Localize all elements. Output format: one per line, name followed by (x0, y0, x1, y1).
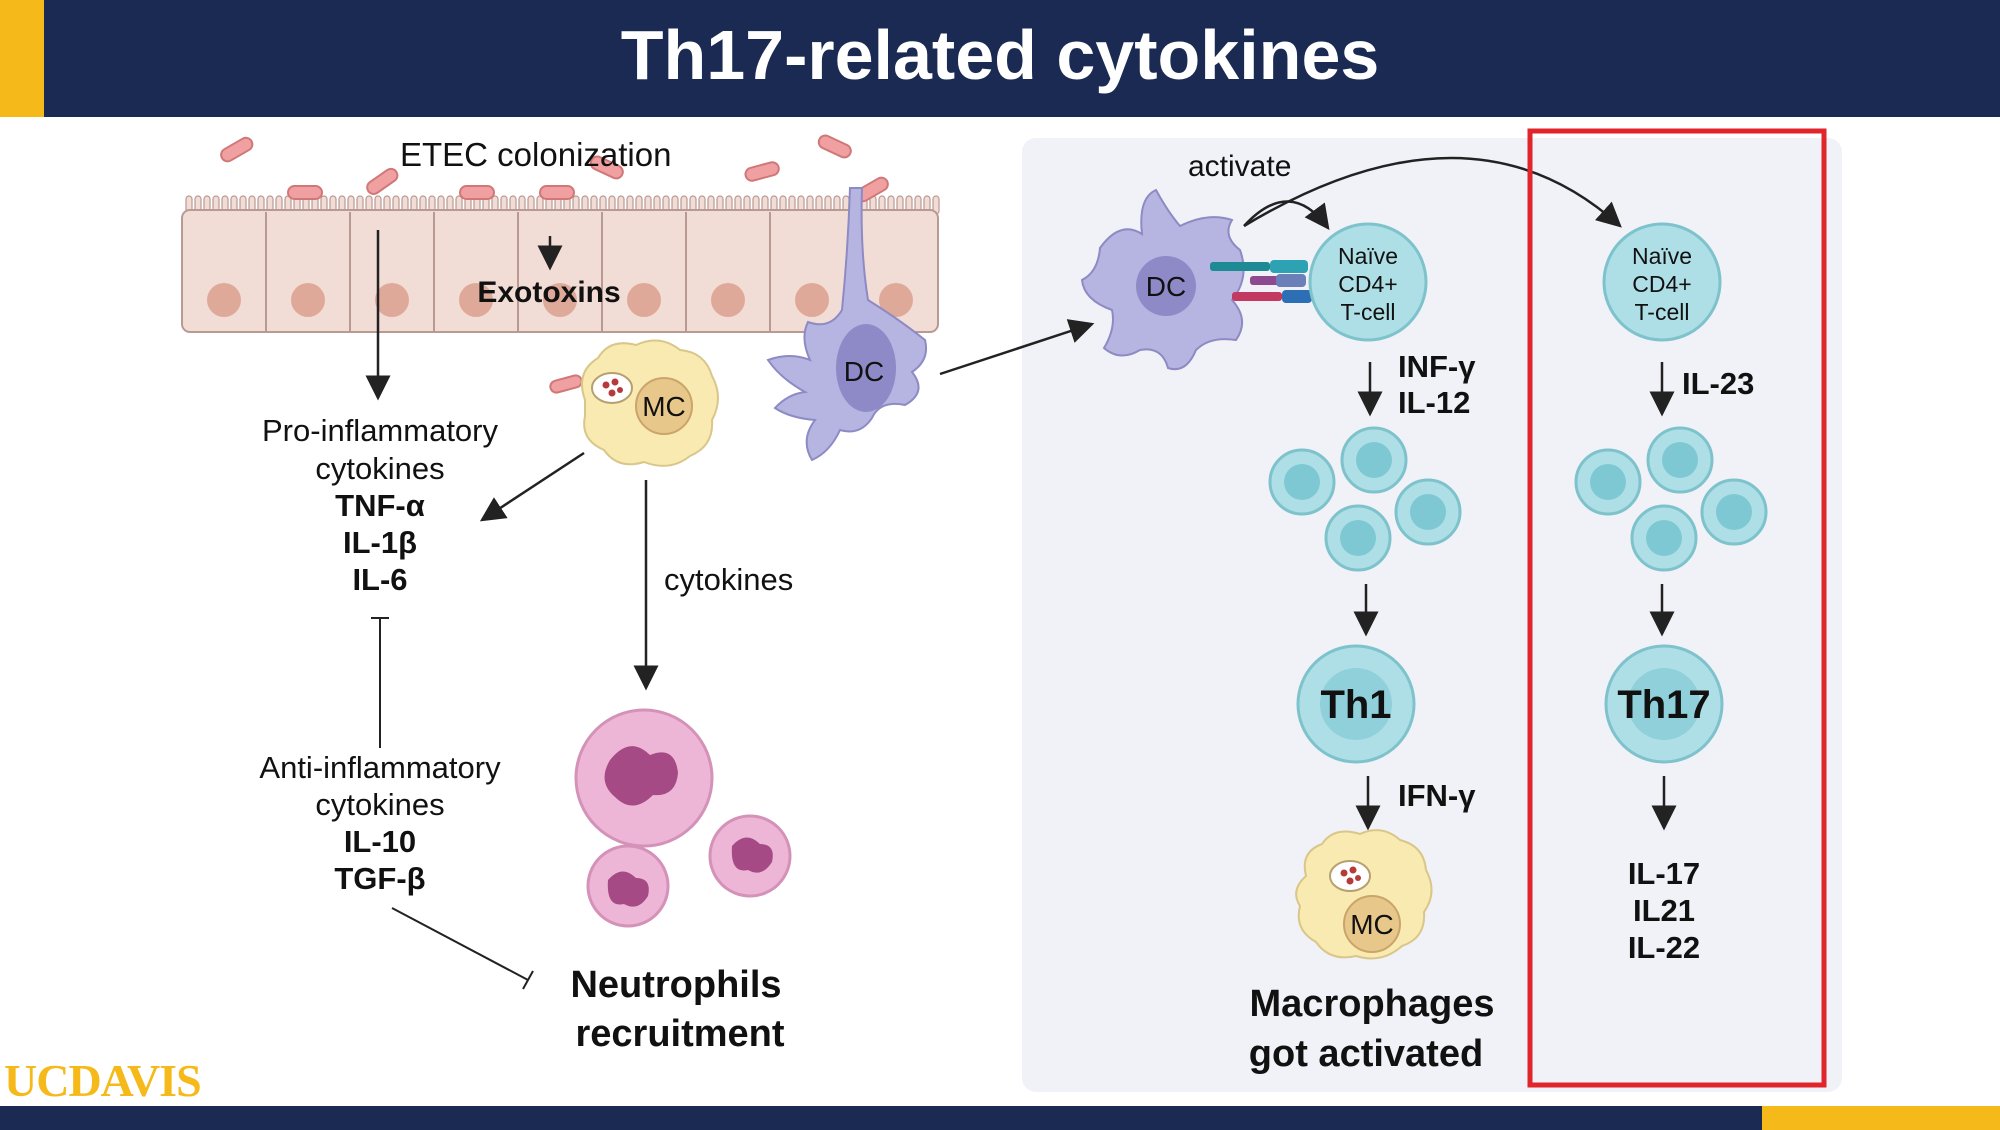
svg-text:Th1: Th1 (1320, 683, 1391, 727)
svg-text:TGF-β: TGF-β (334, 861, 425, 896)
cytokines-label: cytokines (664, 562, 793, 597)
anti-inflammatory-cytokines: Anti-inflammatory cytokines IL-10 TGF-β (259, 750, 501, 896)
svg-text:MC: MC (1350, 909, 1394, 940)
svg-text:Naïve: Naïve (1632, 243, 1692, 269)
header-accent (0, 0, 44, 117)
etec-bacteria (220, 134, 889, 394)
svg-text:Macrophages: Macrophages (1250, 983, 1495, 1025)
footer-bar (0, 1106, 2000, 1130)
svg-text:T-cell: T-cell (1635, 299, 1690, 325)
activation-panel (1022, 138, 1842, 1092)
activate-label: activate (1188, 150, 1291, 183)
receptor-complex (1210, 260, 1312, 303)
svg-text:IL-22: IL-22 (1628, 930, 1700, 965)
svg-text:Pro-inflammatory: Pro-inflammatory (262, 413, 498, 448)
svg-text:recruitment: recruitment (575, 1013, 784, 1055)
th17-output-cytokines: IL-17 IL21 IL-22 (1628, 856, 1700, 965)
th1-cell: Th1 (1296, 644, 1416, 764)
naive-cd4-tcell-middle: Naïve CD4+ T-cell (1308, 222, 1428, 342)
dc-migration-arrow (939, 319, 1095, 376)
activate-arrow-th17 (1243, 156, 1622, 228)
footer-accent (1762, 1106, 2000, 1130)
svg-text:got activated: got activated (1249, 1033, 1483, 1075)
pro-inflammatory-cytokines: Pro-inflammatory cytokines TNF-α IL-1β I… (262, 413, 498, 597)
header-bar (0, 0, 2000, 117)
svg-text:DC: DC (844, 356, 884, 387)
macrophages-activated-label: Macrophages got activated (1249, 983, 1495, 1075)
exotoxins-label: Exotoxins (477, 276, 620, 309)
ifn-gamma-label: IFN-γ (1398, 778, 1476, 813)
svg-text:DC: DC (1146, 271, 1186, 302)
anti-to-neutrophils-inhibition (391, 907, 529, 981)
svg-text:CD4+: CD4+ (1338, 271, 1397, 297)
svg-text:Naïve: Naïve (1338, 243, 1398, 269)
epithelium (181, 195, 940, 333)
svg-text:CD4+: CD4+ (1632, 271, 1691, 297)
svg-text:TNF-α: TNF-α (335, 488, 425, 523)
il23-label: IL-23 (1682, 366, 1754, 401)
dendritic-cell-left: DC (766, 187, 928, 462)
svg-text:IL-6: IL-6 (352, 562, 407, 597)
th17-highlight-box (1527, 128, 1827, 1088)
ucdavis-logo: UCDAVIS (4, 1055, 202, 1106)
th17-cell: Th17 (1604, 644, 1724, 764)
macrophage-left: MC (581, 339, 719, 467)
svg-text:MC: MC (642, 391, 686, 422)
svg-text:T-cell: T-cell (1341, 299, 1396, 325)
il12-label: IL-12 (1398, 385, 1470, 420)
svg-text:cytokines: cytokines (315, 787, 444, 822)
neutrophils (574, 708, 792, 928)
etec-label: ETEC colonization (400, 136, 671, 173)
page-title: Th17-related cytokines (620, 16, 1380, 94)
macrophage-middle: MC (1295, 829, 1433, 960)
svg-text:Anti-inflammatory: Anti-inflammatory (259, 750, 501, 785)
naive-cd4-tcell-right: Naïve CD4+ T-cell (1602, 222, 1722, 342)
dendritic-cell-middle: DC (1080, 188, 1245, 371)
proliferating-cells-right (1574, 426, 1768, 572)
mc-to-pro-arrow (479, 451, 585, 522)
svg-text:cytokines: cytokines (315, 451, 444, 486)
inf-gamma-label: INF-γ (1398, 349, 1476, 384)
svg-text:IL-1β: IL-1β (343, 525, 417, 560)
svg-text:Th17: Th17 (1617, 683, 1710, 727)
svg-text:Neutrophils: Neutrophils (570, 964, 781, 1006)
svg-text:IL21: IL21 (1633, 893, 1695, 928)
svg-text:IL-10: IL-10 (344, 824, 416, 859)
neutrophils-recruitment-label: Neutrophils recruitment (570, 964, 784, 1055)
svg-text:IL-17: IL-17 (1628, 856, 1700, 891)
